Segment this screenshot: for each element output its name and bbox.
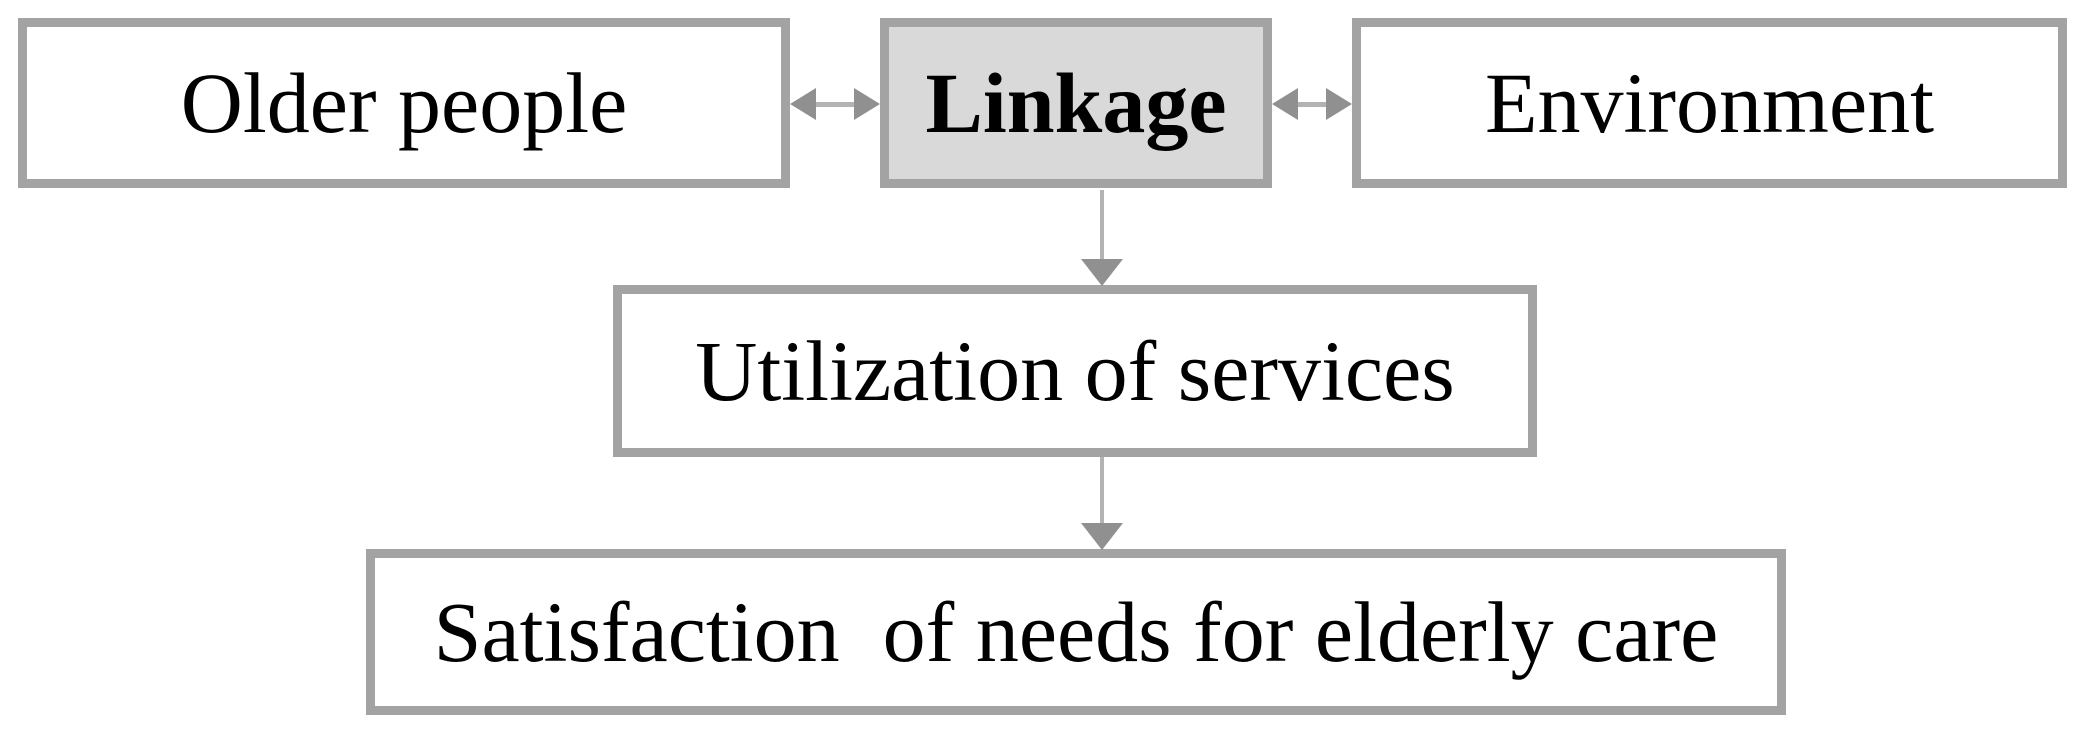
arrowhead-right-icon (1326, 88, 1352, 120)
satisfaction-of-needs-box: Satisfaction of needs for elderly care (366, 549, 1786, 715)
down-arrow-utilization-to-satisfaction (1080, 457, 1124, 550)
arrowhead-down-icon (1081, 259, 1123, 286)
older-people-label: Older people (180, 55, 628, 151)
utilization-of-services-box: Utilization of services (613, 285, 1537, 457)
arrow-line (1100, 457, 1104, 523)
arrow-line (1298, 101, 1326, 107)
environment-box: Environment (1352, 18, 2067, 188)
arrowhead-left-icon (790, 88, 816, 120)
bidirectional-arrow-older-people-linkage (790, 86, 880, 122)
down-arrow-linkage-to-utilization (1080, 190, 1124, 286)
satisfaction-of-needs-label: Satisfaction of needs for elderly care (433, 584, 1719, 680)
linkage-label: Linkage (925, 55, 1227, 151)
utilization-of-services-label: Utilization of services (695, 323, 1455, 419)
older-people-box: Older people (18, 18, 790, 188)
arrow-line (1100, 190, 1104, 259)
arrowhead-right-icon (854, 88, 880, 120)
arrowhead-left-icon (1272, 88, 1298, 120)
bidirectional-arrow-linkage-environment (1272, 86, 1352, 122)
linkage-box: Linkage (880, 18, 1272, 188)
arrow-line (816, 101, 854, 107)
environment-label: Environment (1484, 55, 1935, 151)
arrowhead-down-icon (1081, 523, 1123, 550)
